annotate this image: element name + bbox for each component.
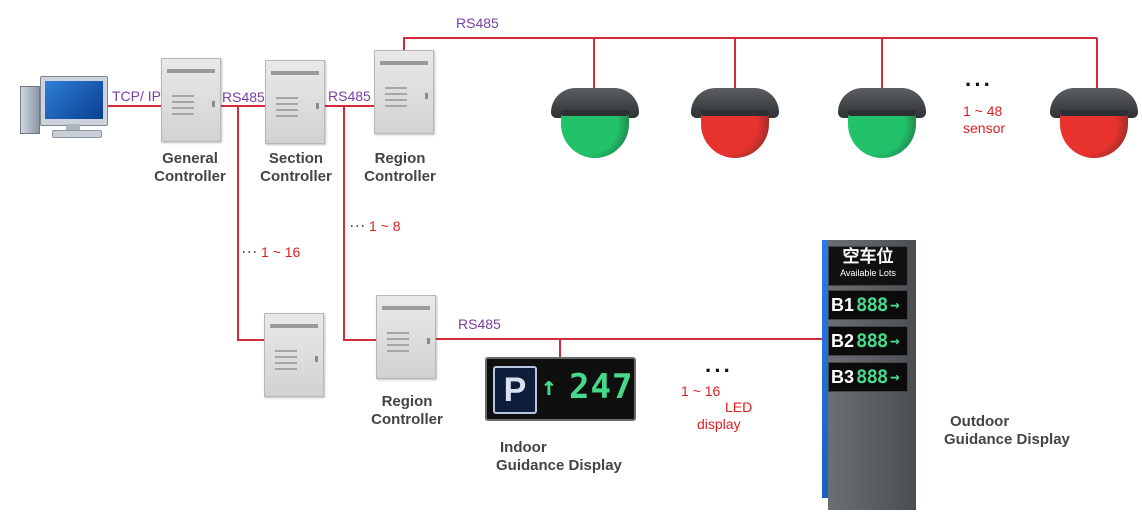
arrow-right-icon: → [890, 295, 900, 314]
rs485-label-section: RS485 [328, 88, 371, 104]
tower-title-cn: 空车位 [842, 247, 894, 267]
arrow-up-icon: ↑ [541, 372, 557, 402]
general-controller-cabinet [161, 58, 221, 142]
sensor-green-icon [838, 88, 926, 164]
led-ellipsis: ··· [705, 358, 733, 383]
sensor-red-icon [1050, 88, 1138, 164]
computer-icon [20, 76, 110, 138]
tower-row-count: 888 [856, 330, 888, 352]
tower-row-count: 888 [856, 294, 888, 316]
led-unit-label: LED [725, 399, 753, 415]
rs485-label-bottom-bus: RS485 [458, 316, 501, 332]
sensor-green-icon [551, 88, 639, 164]
region-count-label: 1 ~ 8 [369, 218, 401, 234]
tower-row-level: B3 [831, 367, 855, 387]
led-unit-label-2: display [697, 416, 741, 432]
sensor-count-label: 1 ~ 48 [963, 103, 1003, 119]
indoor-guidance-display: P ↑ 247 [485, 357, 636, 421]
indoor-space-count: 247 [569, 367, 634, 407]
sensor-red-icon [691, 88, 779, 164]
sensor-unit-label: sensor [963, 120, 1006, 136]
tower-row-level: B1 [831, 295, 855, 315]
region-branch-line [343, 106, 376, 341]
arrow-right-icon: → [890, 367, 900, 386]
rs485-label-general: RS485 [222, 89, 265, 105]
section-controller-branch-cabinet [264, 313, 324, 397]
led-count-label: 1 ~ 16 [681, 383, 721, 399]
section-controller-cabinet [265, 60, 325, 144]
tower-row-level: B2 [831, 331, 855, 351]
region-controller-bottom-cabinet [376, 295, 436, 379]
tower-title-en: Available Lots [840, 268, 896, 278]
tcp-ip-label: TCP/ IP [112, 88, 162, 104]
region-controller-top-cabinet [374, 50, 434, 134]
parking-symbol: P [493, 366, 537, 414]
tower-header: 空车位 Available Lots [828, 246, 908, 286]
rs485-label-top-bus: RS485 [456, 15, 499, 31]
tower-row-count: 888 [856, 366, 888, 388]
arrow-right-icon: → [890, 331, 900, 350]
sensor-ellipsis: ··· [965, 72, 993, 97]
section-branch-line [237, 106, 265, 341]
sensor-bus-line [403, 37, 1097, 50]
section-count-label: 1 ~ 16 [261, 244, 301, 260]
